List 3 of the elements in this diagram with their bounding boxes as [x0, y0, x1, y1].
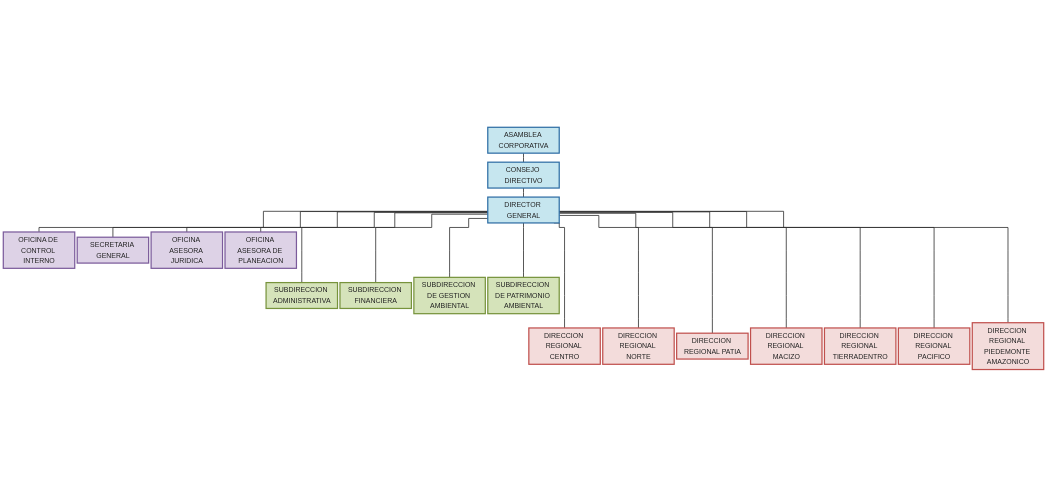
connector [523, 187, 524, 198]
connector [523, 222, 524, 278]
connector [523, 152, 524, 163]
